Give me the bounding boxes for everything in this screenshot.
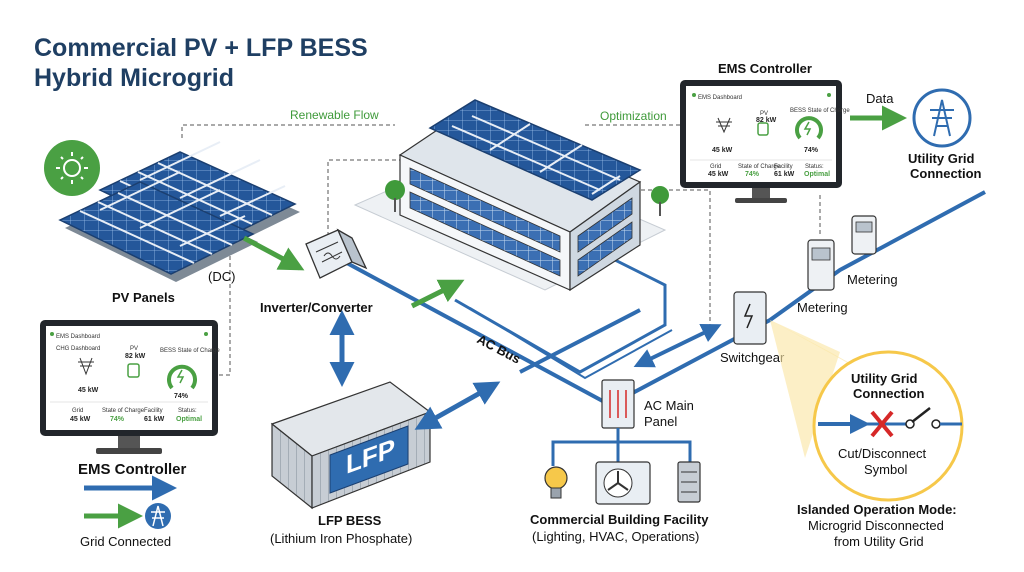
switchgear-icon: [733, 291, 767, 345]
ems-left-grid-label: Grid: [72, 408, 83, 414]
red-x-icon: [870, 410, 894, 438]
facility-label-2: (Lighting, HVAC, Operations): [532, 529, 699, 544]
lightbulb-icon: [544, 466, 568, 499]
hvac-fan-icon: [595, 461, 651, 505]
metering-label-1: Metering: [847, 272, 898, 287]
load-distribution-line: [551, 428, 692, 468]
ems-left-grid-value: 45 kW: [70, 416, 91, 423]
title-line-2: Hybrid Microgrid: [34, 64, 234, 92]
ems-top-bess-label: BESS State of Charge: [790, 108, 850, 114]
bess-acbus-arrow: [414, 381, 501, 430]
inverter-to-building-arrow: [410, 279, 465, 309]
ems-left-pv-value: 82 kW: [125, 353, 146, 360]
ems-top-pv-label: PV: [760, 111, 768, 117]
legend-grid-connected-label: Grid Connected: [80, 534, 171, 549]
renewable-flow-label: Renewable Flow: [290, 108, 379, 122]
ems-top-soc-label: State of Charge: [738, 164, 781, 170]
inverter-icon: [305, 228, 368, 279]
dc-label: (DC): [208, 269, 235, 284]
ems-left-grid-value-top: 45 kW: [78, 387, 99, 394]
ems-left-soc-label: State of Charge: [102, 408, 145, 414]
ems-left-pv-label: PV: [130, 346, 138, 352]
ems-left-label: EMS Controller: [78, 461, 187, 478]
ems-top-status-value: Optimal: [804, 171, 830, 178]
callout-circle: [812, 350, 964, 502]
ems-left-dashboard-subheader: CHG Dashboard: [56, 346, 100, 352]
ems-top-facility-value: 61 kW: [774, 171, 795, 178]
islanded-mode-desc-2: from Utility Grid: [834, 534, 924, 549]
lfp-bess-container: [270, 381, 432, 510]
bess-label-1: LFP BESS: [318, 513, 382, 528]
switchgear-label: Switchgear: [720, 350, 785, 365]
ems-left-dashboard-header: EMS Dashboard: [56, 334, 100, 340]
ems-top-dashboard-header: EMS Dashboard: [698, 95, 742, 101]
ems-top-grid-value-top: 45 kW: [712, 147, 733, 154]
islanded-mode-desc-1: Microgrid Disconnected: [808, 518, 944, 533]
commercial-building: [353, 99, 669, 292]
bess-label-2: (Lithium Iron Phosphate): [270, 531, 412, 546]
callout-wedge-2: [770, 320, 840, 458]
renewable-flow-line: [181, 124, 400, 376]
ems-left-monitor: [40, 320, 218, 454]
inverter-label: Inverter/Converter: [260, 300, 373, 315]
ac-main-panel-icon: [601, 379, 635, 429]
ems-top-label: EMS Controller: [718, 61, 812, 76]
meter-icon-1: [851, 215, 877, 255]
ems-top-status-label: Status:: [805, 164, 824, 170]
facility-label-1: Commercial Building Facility: [530, 512, 709, 527]
utility-tower-icon: [912, 88, 972, 148]
ems-left-facility-label: Facility: [144, 408, 163, 414]
ems-top-monitor: [680, 80, 842, 203]
ems-left-bess-value: 74%: [174, 393, 189, 400]
ems-left-status-value: Optimal: [176, 416, 202, 423]
utility-top-label-2: Connection: [910, 166, 982, 181]
pv-panels-label: PV Panels: [112, 290, 175, 305]
legend-grid-icon: [145, 503, 171, 529]
ems-left-bess-label: BESS State of Charge: [160, 348, 220, 354]
sun-icon: [44, 140, 100, 196]
title-line-1: Commercial PV + LFP BESS: [34, 34, 368, 62]
pv-panels-array: [58, 141, 300, 282]
utility-top-label-1: Utility Grid: [908, 151, 975, 166]
ems-top-grid-label: Grid: [710, 164, 721, 170]
callout-symbol-1: Cut/Disconnect: [838, 446, 927, 461]
ems-top-bess-value: 74%: [804, 147, 819, 154]
islanded-mode-label: Islanded Operation Mode:: [797, 502, 957, 517]
pv-to-inverter-arrow: [242, 235, 305, 271]
disconnect-symbol: [818, 407, 962, 434]
ems-left-facility-value: 61 kW: [144, 416, 165, 423]
ems-left-status-label: Status:: [178, 408, 197, 414]
ems-top-pv-value: 82 kW: [756, 117, 777, 124]
callout-title-2: Connection: [853, 386, 925, 401]
callout-symbol-2: Symbol: [864, 462, 907, 477]
server-icon: [677, 461, 701, 503]
ac-panel-label-2: Panel: [644, 414, 677, 429]
metering-label-2: Metering: [797, 300, 848, 315]
ems-top-grid-value: 45 kW: [708, 171, 729, 178]
data-label: Data: [866, 91, 894, 106]
ems-left-soc-value: 74%: [110, 416, 125, 423]
callout-title-1: Utility Grid: [851, 371, 918, 386]
optimization-flow-label: Optimization: [600, 109, 667, 123]
ems-top-soc-value: 74%: [745, 171, 760, 178]
switchgear-panel-arrow: [633, 323, 722, 368]
ac-panel-label-1: AC Main: [644, 398, 694, 413]
meter-icon-2: [807, 239, 835, 291]
ems-top-facility-label: Facility: [774, 164, 793, 170]
